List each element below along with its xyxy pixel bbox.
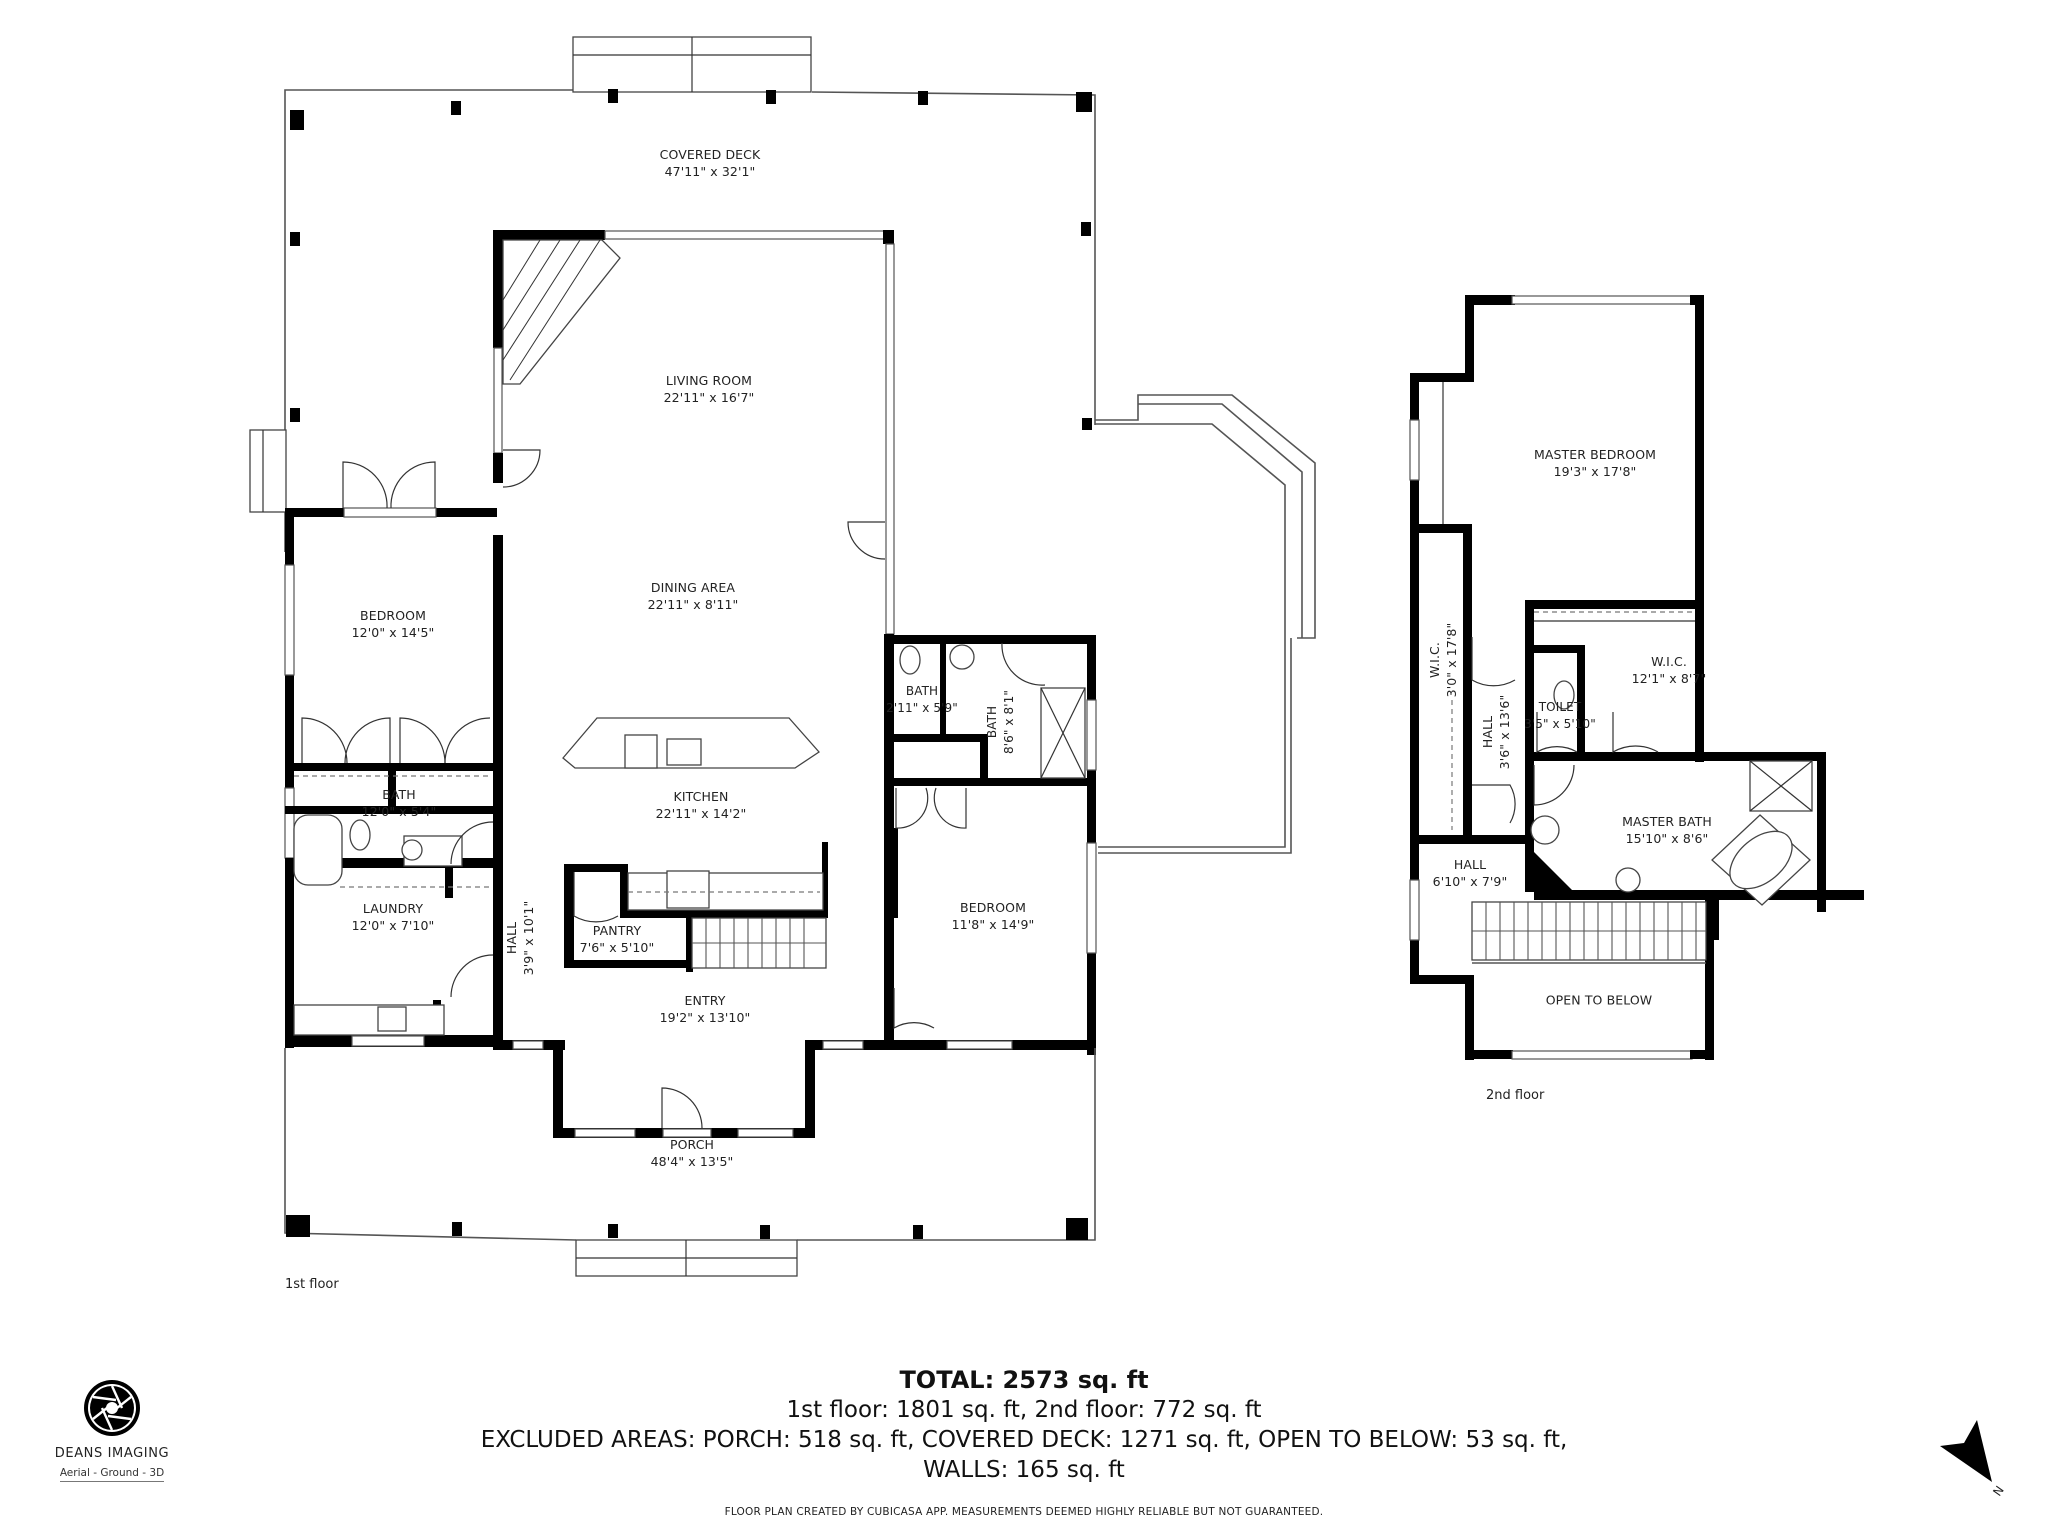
room-name: PANTRY	[592, 923, 642, 938]
room-dimensions: 12'0" x 7'10"	[351, 918, 435, 933]
deck-posts	[290, 89, 1092, 430]
room-wic-left: W.I.C. 3'0" x 17'8"	[1426, 623, 1460, 698]
room-dimensions: 3'0" x 17'8"	[1444, 622, 1459, 698]
second-floor-label: 2nd floor	[1486, 1088, 1545, 1103]
room-name: LIVING ROOM	[665, 373, 753, 388]
room-name: ENTRY	[684, 993, 726, 1008]
room-wic-right: W.I.C. 12'1" x 8'7"	[1632, 653, 1707, 687]
room-hall-lower: HALL 6'10" x 7'9"	[1433, 856, 1508, 890]
total-area: TOTAL: 2573 sq. ft	[899, 1366, 1149, 1394]
room-name: HALL	[504, 921, 519, 955]
second-floor-doors	[1471, 637, 1659, 824]
first-floor-walls	[284, 230, 1097, 1138]
room-dimensions: 3'6" x 13'6"	[1497, 694, 1512, 770]
room-dimensions: 8'6" x 8'1"	[1002, 689, 1016, 755]
company-name: DEANS IMAGING	[54, 1446, 170, 1461]
room-dimensions: 7'6" x 5'10"	[579, 940, 655, 955]
room-bedroom-right: BEDROOM 11'8" x 14'9"	[952, 899, 1035, 933]
room-porch: PORCH 48'4" x 13'5"	[651, 1136, 734, 1170]
room-name: HALL	[1480, 715, 1495, 749]
room-dining-area: DINING AREA 22'11" x 8'11"	[648, 579, 739, 613]
room-dimensions: 3'9" x 10'1"	[521, 900, 536, 976]
room-name: HALL	[1453, 857, 1487, 872]
room-dimensions: 19'2" x 13'10"	[659, 1010, 751, 1025]
first-floor-plan	[249, 36, 1316, 1277]
room-name: BEDROOM	[960, 900, 1026, 915]
camera-aperture-icon	[84, 1380, 140, 1436]
room-covered-deck: COVERED DECK 47'11" x 32'1"	[660, 146, 761, 180]
room-name: MASTER BEDROOM	[1533, 447, 1657, 462]
room-entry: ENTRY 19'2" x 13'10"	[660, 992, 751, 1026]
room-name: TOILET	[1538, 700, 1582, 714]
room-name: LAUNDRY	[362, 901, 424, 916]
first-floor-doors	[301, 449, 1046, 1129]
room-name: W.I.C.	[1427, 642, 1442, 678]
room-dimensions: 2'11" x 5'9"	[886, 701, 958, 715]
porch-outline	[284, 1048, 1096, 1241]
company-logo: DEANS IMAGING Aerial - Ground - 3D	[52, 1378, 172, 1482]
room-name: MASTER BATH	[1622, 814, 1712, 829]
room-dimensions: 22'11" x 16'7"	[663, 390, 755, 405]
room-name: OPEN TO BELOW	[1545, 992, 1653, 1008]
room-name: W.I.C.	[1651, 654, 1687, 669]
room-bath-right: BATH 8'6" x 8'1"	[984, 690, 1018, 754]
room-dimensions: 22'11" x 14'2"	[655, 806, 747, 821]
room-toilet: TOILET 3'5" x 5'10"	[1524, 699, 1596, 733]
room-kitchen: KITCHEN 22'11" x 14'2"	[656, 788, 747, 822]
north-arrow-icon	[1940, 1420, 1992, 1482]
room-name: BATH	[382, 787, 416, 802]
room-name: BEDROOM	[360, 608, 426, 623]
second-floor-plan	[1409, 295, 1864, 1060]
room-name: BATH	[905, 684, 939, 698]
room-dimensions: 12'0" x 14'5"	[351, 625, 435, 640]
room-dimensions: 19'3" x 17'8"	[1553, 464, 1637, 479]
room-dimensions: 12'1" x 8'7"	[1631, 671, 1707, 686]
first-floor-fixtures	[293, 239, 1086, 1277]
room-dimensions: 22'11" x 8'11"	[647, 597, 739, 612]
room-hall: HALL 3'9" x 10'1"	[503, 901, 537, 976]
room-dimensions: 47'11" x 32'1"	[664, 164, 756, 179]
first-floor-label: 1st floor	[285, 1277, 339, 1292]
room-dimensions: 11'8" x 14'9"	[951, 917, 1035, 932]
room-name: BATH	[985, 705, 999, 739]
room-dimensions: 6'10" x 7'9"	[1432, 874, 1508, 889]
second-floor-walls	[1409, 295, 1864, 1060]
room-dimensions: 48'4" x 13'5"	[650, 1154, 734, 1169]
room-master-bath: MASTER BATH 15'10" x 8'6"	[1622, 813, 1712, 847]
room-master-bedroom: MASTER BEDROOM 19'3" x 17'8"	[1534, 446, 1656, 480]
room-name: PORCH	[669, 1137, 715, 1152]
room-name: KITCHEN	[673, 789, 729, 804]
room-open-to-below: OPEN TO BELOW	[1546, 992, 1653, 1009]
room-bath-left: BATH 12'0" x 5'4"	[362, 786, 437, 820]
room-dimensions: 15'10" x 8'6"	[1625, 831, 1709, 846]
room-dimensions: 3'5" x 5'10"	[1524, 717, 1596, 731]
covered-deck-outline	[249, 36, 1316, 854]
compass: N	[1940, 1420, 2020, 1500]
room-name: COVERED DECK	[659, 147, 761, 162]
room-dimensions: 12'0" x 5'4"	[361, 804, 437, 819]
floor-areas: 1st floor: 1801 sq. ft, 2nd floor: 772 s…	[786, 1397, 1262, 1423]
room-laundry: LAUNDRY 12'0" x 7'10"	[352, 900, 435, 934]
walls-area: WALLS: 165 sq. ft	[923, 1457, 1125, 1483]
disclaimer: FLOOR PLAN CREATED BY CUBICASA APP. MEAS…	[724, 1506, 1324, 1518]
excluded-areas: EXCLUDED AREAS: PORCH: 518 sq. ft, COVER…	[480, 1427, 1568, 1453]
room-pantry: PANTRY 7'6" x 5'10"	[580, 922, 655, 956]
room-living-room: LIVING ROOM 22'11" x 16'7"	[664, 372, 755, 406]
second-floor-fixtures	[1442, 382, 1813, 964]
room-bath-small: BATH 2'11" x 5'9"	[886, 683, 958, 717]
room-hall-upper: HALL 3'6" x 13'6"	[1479, 695, 1513, 770]
room-name: DINING AREA	[650, 580, 736, 595]
room-bedroom-left: BEDROOM 12'0" x 14'5"	[352, 607, 435, 641]
company-tagline: Aerial - Ground - 3D	[59, 1467, 165, 1482]
